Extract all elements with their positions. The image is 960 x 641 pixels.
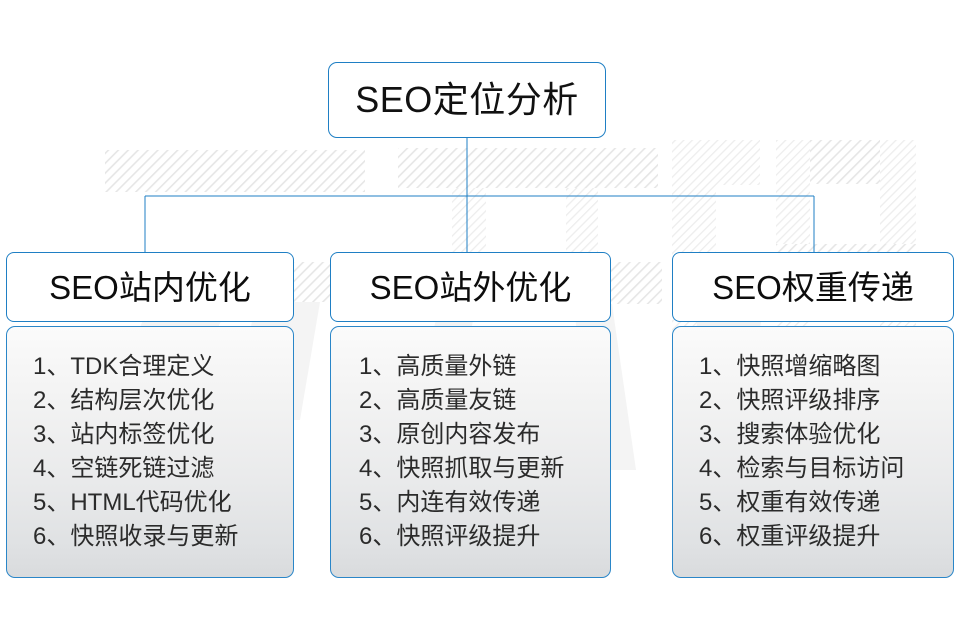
list-item: 1、TDK合理定义 bbox=[7, 350, 293, 384]
list-item-text: 5、HTML代码优化 bbox=[33, 489, 232, 517]
branch-header-3[interactable]: SEO权重传递 bbox=[672, 252, 954, 322]
list-item-text: 2、高质量友链 bbox=[359, 386, 517, 414]
list-item: 1、高质量外链 bbox=[331, 350, 610, 384]
list-item: 5、HTML代码优化 bbox=[7, 486, 293, 520]
list-item: 6、快照评级提升 bbox=[331, 520, 610, 554]
list-item: 4、空链死链过滤 bbox=[7, 452, 293, 486]
branch-header-label-2: SEO站外优化 bbox=[369, 268, 572, 306]
list-item: 2、高质量友链 bbox=[331, 384, 610, 418]
list-item-text: 6、快照评级提升 bbox=[359, 523, 541, 551]
branch-body-1: 1、TDK合理定义 2、结构层次优化 3、站内标签优化 4、空链死链过滤 5、H… bbox=[6, 326, 294, 578]
list-item-text: 3、搜索体验优化 bbox=[699, 420, 881, 448]
list-item-text: 3、站内标签优化 bbox=[33, 420, 215, 448]
list-item: 2、结构层次优化 bbox=[7, 384, 293, 418]
branch-header-label-3: SEO权重传递 bbox=[712, 268, 914, 306]
list-item-text: 4、快照抓取与更新 bbox=[359, 455, 565, 482]
list-item: 2、快照评级排序 bbox=[673, 384, 953, 418]
branch-header-1[interactable]: SEO站内优化 bbox=[6, 252, 294, 322]
list-item: 6、快照收录与更新 bbox=[7, 520, 293, 554]
branch-column-1: SEO站内优化 1、TDK合理定义 2、结构层次优化 3、站内标签优化 4、空链… bbox=[6, 252, 294, 578]
list-item: 5、内连有效传递 bbox=[331, 486, 610, 520]
list-item-text: 2、结构层次优化 bbox=[33, 386, 215, 414]
root-node-label: SEO定位分析 bbox=[355, 79, 579, 120]
branch-body-2: 1、高质量外链 2、高质量友链 3、原创内容发布 4、快照抓取与更新 5、内连有… bbox=[330, 326, 611, 578]
list-item-text: 1、高质量外链 bbox=[359, 352, 517, 380]
branch-column-2: SEO站外优化 1、高质量外链 2、高质量友链 3、原创内容发布 4、快照抓取与… bbox=[330, 252, 611, 578]
list-item-text: 6、权重评级提升 bbox=[699, 523, 881, 551]
list-item-text: 5、内连有效传递 bbox=[359, 489, 541, 517]
branch-header-label-1: SEO站内优化 bbox=[49, 268, 251, 306]
list-item-text: 1、快照增缩略图 bbox=[699, 352, 881, 380]
branch-header-2[interactable]: SEO站外优化 bbox=[330, 252, 611, 322]
list-item: 3、搜索体验优化 bbox=[673, 418, 953, 452]
list-item-text: 3、原创内容发布 bbox=[359, 420, 541, 448]
list-item-text: 2、快照评级排序 bbox=[699, 386, 881, 414]
list-item: 1、快照增缩略图 bbox=[673, 350, 953, 384]
root-node[interactable]: SEO定位分析 bbox=[328, 62, 606, 138]
list-item-text: 4、检索与目标访问 bbox=[699, 455, 905, 482]
list-item: 5、权重有效传递 bbox=[673, 486, 953, 520]
list-item: 4、快照抓取与更新 bbox=[331, 452, 610, 486]
branch-body-3: 1、快照增缩略图 2、快照评级排序 3、搜索体验优化 4、检索与目标访问 5、权… bbox=[672, 326, 954, 578]
list-item: 3、站内标签优化 bbox=[7, 418, 293, 452]
list-item-text: 1、TDK合理定义 bbox=[33, 352, 215, 380]
list-item: 3、原创内容发布 bbox=[331, 418, 610, 452]
list-item-text: 4、空链死链过滤 bbox=[33, 455, 215, 482]
list-item-text: 6、快照收录与更新 bbox=[33, 523, 239, 551]
branch-column-3: SEO权重传递 1、快照增缩略图 2、快照评级排序 3、搜索体验优化 4、检索与… bbox=[672, 252, 954, 578]
list-item-text: 5、权重有效传递 bbox=[699, 489, 881, 517]
list-item: 4、检索与目标访问 bbox=[673, 452, 953, 486]
list-item: 6、权重评级提升 bbox=[673, 520, 953, 554]
